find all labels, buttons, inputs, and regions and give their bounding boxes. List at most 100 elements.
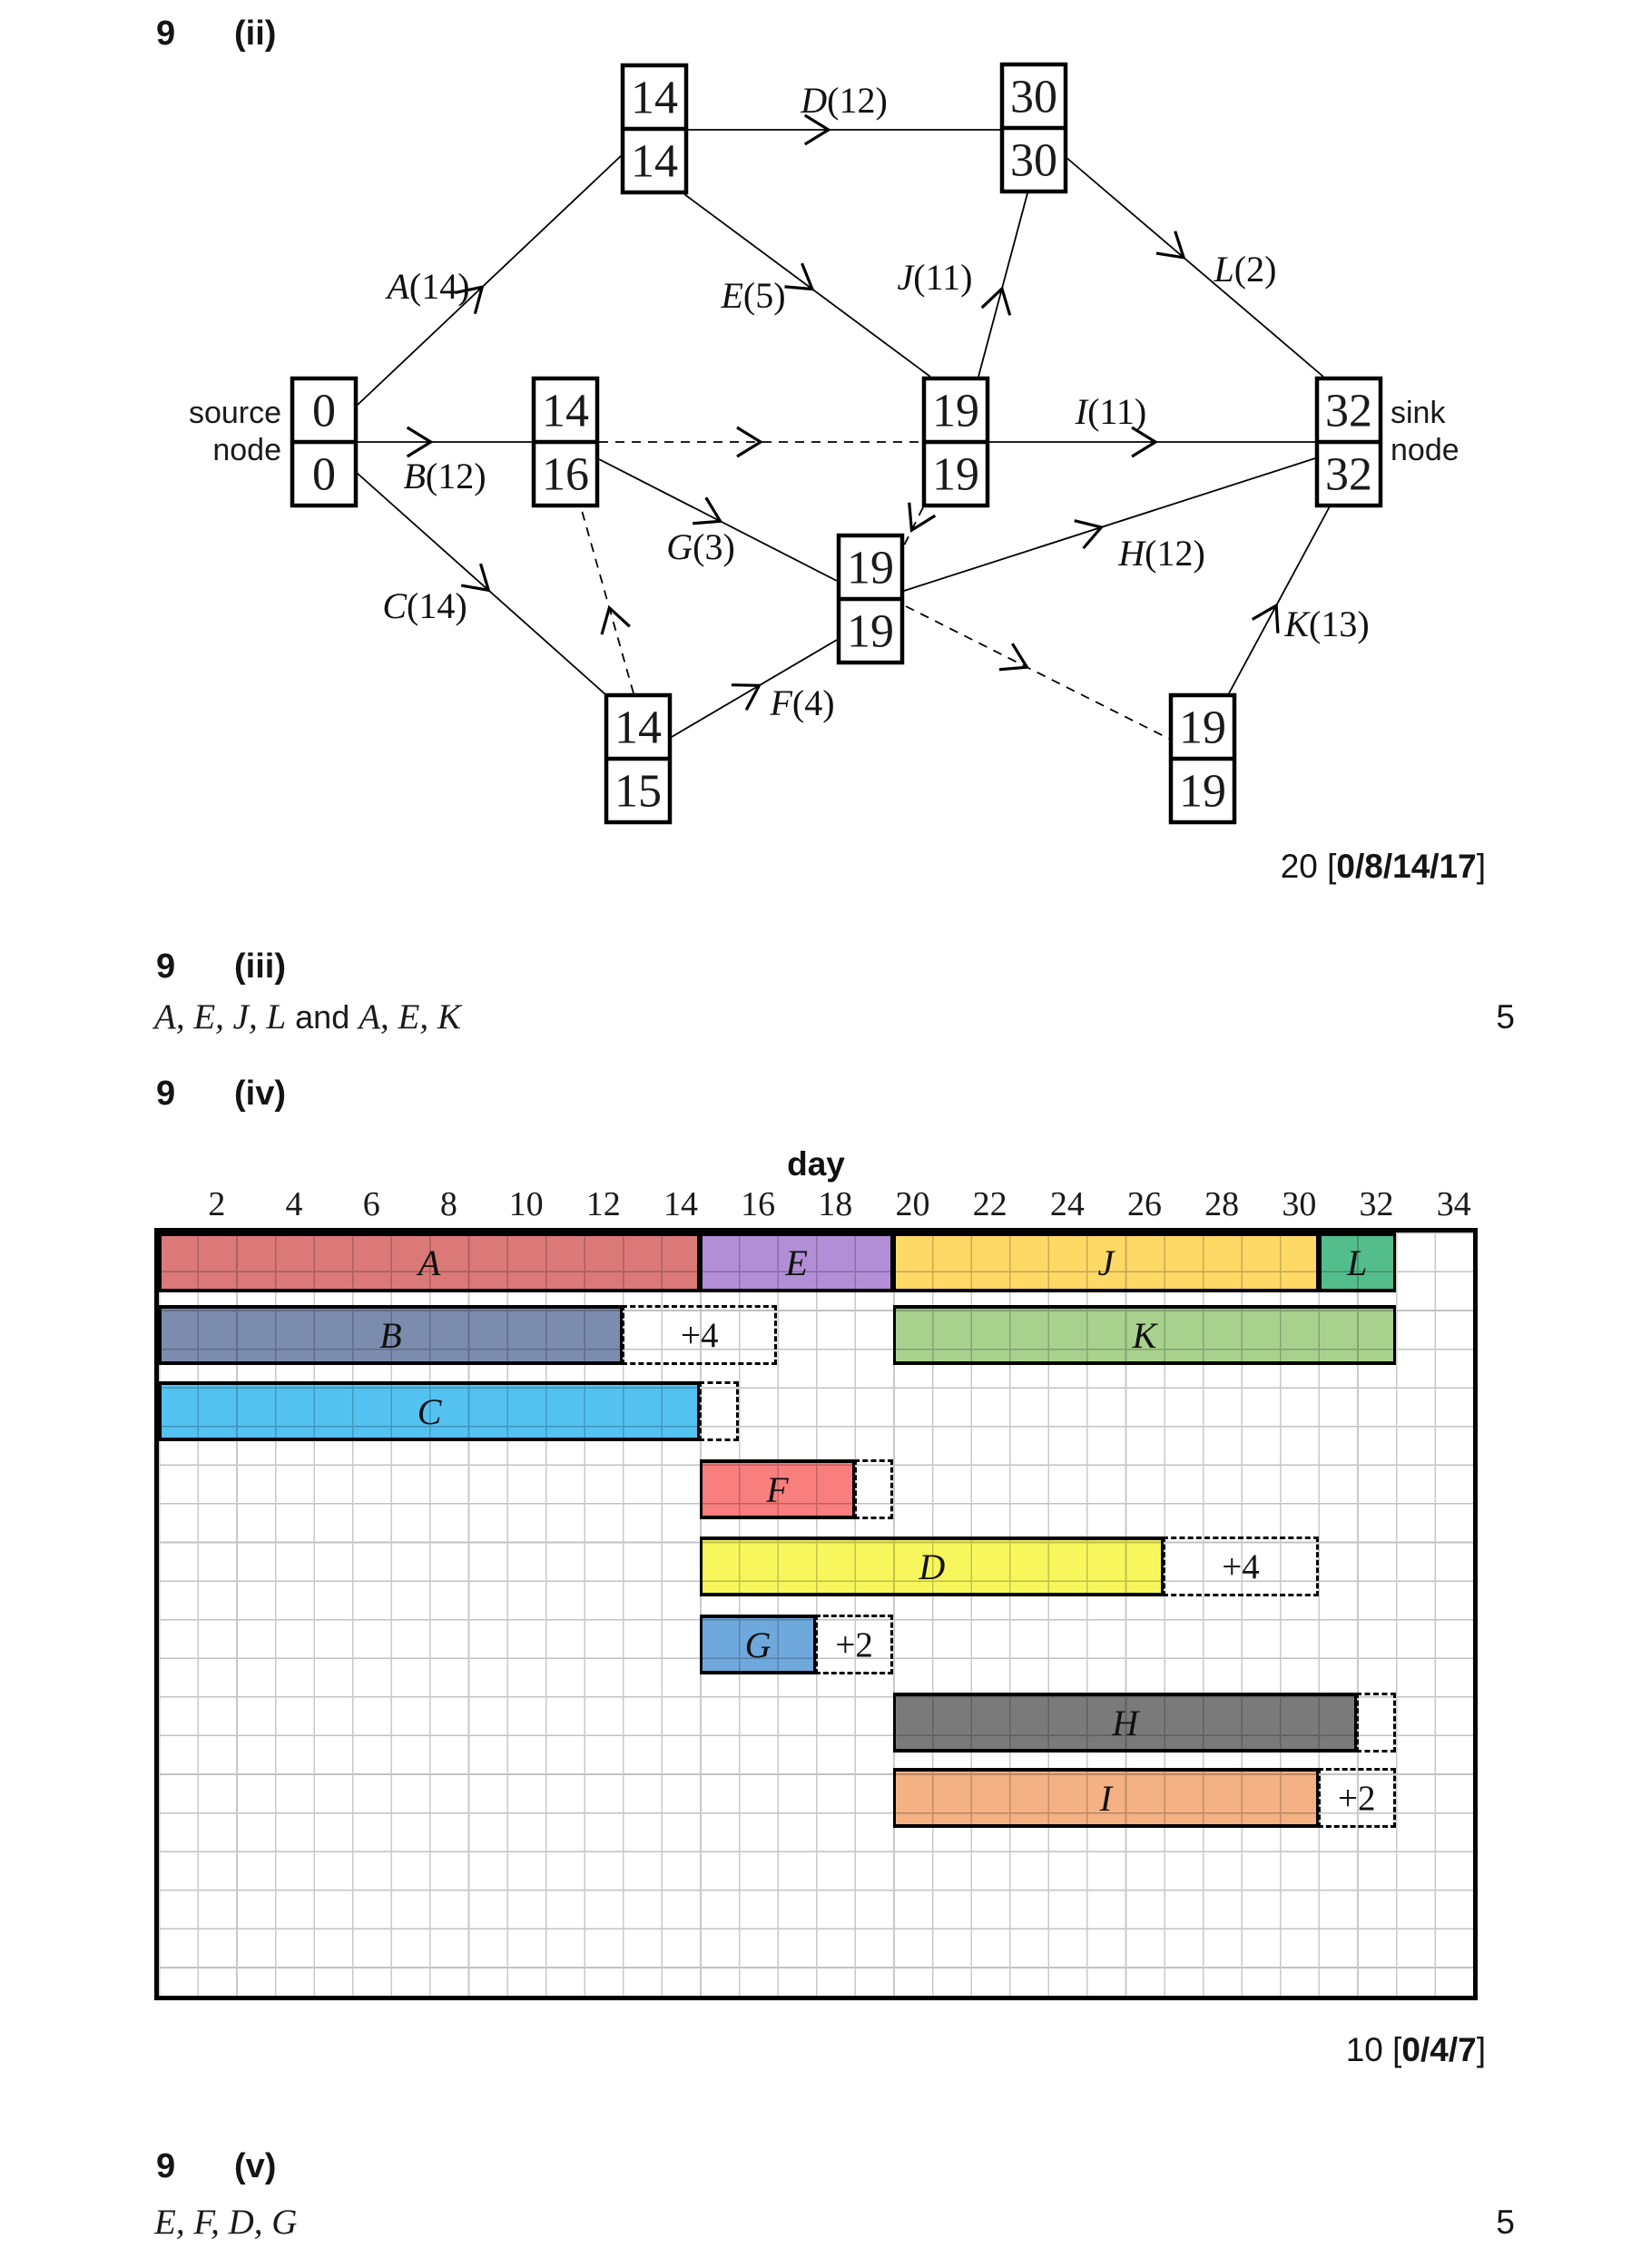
answer-v: E, F, D, G	[154, 2202, 297, 2243]
gantt-tick-6: 6	[362, 1185, 380, 1223]
edge-dummy-C-to-B	[580, 506, 634, 694]
question-part-v: (v)	[234, 2147, 277, 2185]
activity-network-diagram: A(14) B(12)C(14) D(12) E(5) F(4) G(3) H(12) I(1…	[189, 62, 1459, 825]
gantt-bar-A: A	[159, 1232, 701, 1292]
edge-activity-G: G(3)	[598, 458, 838, 582]
edge-activity-A: A(14)	[357, 153, 624, 406]
arrowhead-icon	[455, 285, 485, 315]
arrowhead-icon	[803, 113, 831, 146]
gantt-tick-14: 14	[663, 1185, 698, 1223]
arrowhead-icon	[1074, 519, 1105, 550]
edge-label-activity-I: I(11)	[1075, 391, 1146, 432]
question-part-iv: (iv)	[234, 1075, 286, 1113]
gantt-bar-F: F	[700, 1459, 855, 1519]
late-time: 30	[1010, 135, 1057, 187]
arrowhead-icon	[1251, 603, 1280, 633]
answer-iii-path1: A, E, J, L	[154, 997, 287, 1036]
question-number-iv: 9	[156, 1075, 176, 1113]
arrowhead-icon	[693, 496, 723, 525]
gantt-float-H	[1356, 1693, 1396, 1753]
arrowhead-icon	[736, 426, 764, 458]
question-number-iii: 9	[156, 947, 176, 986]
answer-iii: A, E, J, L and A, E, K	[154, 997, 461, 1037]
edge-dummy-merge-to-K	[905, 605, 1170, 740]
early-time: 19	[1179, 702, 1226, 754]
edge-label-activity-B: B(12)	[403, 456, 486, 496]
answer-iii-and: and	[286, 998, 359, 1036]
question-number-v: 9	[156, 2147, 176, 2185]
gantt-tick-12: 12	[585, 1185, 621, 1223]
gantt-tick-4: 4	[285, 1185, 303, 1223]
late-time: 16	[542, 449, 589, 501]
edge-activity-F: F(4)	[671, 639, 838, 738]
gantt-float-C	[699, 1381, 739, 1441]
early-time: 30	[1010, 72, 1057, 123]
bar-label-J: J	[1097, 1242, 1115, 1283]
bar-label-L: L	[1347, 1242, 1368, 1283]
mark-iii: 5	[1496, 998, 1515, 1036]
bar-label-H: H	[1112, 1702, 1139, 1743]
arrowhead-icon	[406, 426, 434, 458]
edge-activity-K: K(13)	[1228, 506, 1370, 694]
source-node-label-line2: node	[212, 433, 281, 467]
gantt-tick-8: 8	[439, 1185, 457, 1223]
source-node-label-line1: source	[189, 396, 281, 430]
edge-dummy-B-to-E	[599, 426, 922, 458]
gantt-bar-D: D	[700, 1537, 1165, 1596]
gantt-bar-J: J	[893, 1232, 1319, 1292]
arrowhead-icon	[460, 563, 491, 593]
gantt-tick-30: 30	[1282, 1185, 1317, 1223]
marks-footer-ii: 20 [0/8/14/17]	[1281, 848, 1486, 886]
gantt-float-F	[853, 1459, 894, 1519]
edge-activity-I: I(11)	[989, 391, 1315, 458]
edge-label-activity-G: G(3)	[666, 526, 735, 567]
edge-activity-C: C(14)	[355, 471, 607, 696]
bar-label-G: G	[744, 1624, 771, 1665]
gantt-tick-10: 10	[508, 1185, 544, 1223]
question-part-ii: (ii)	[234, 15, 277, 53]
early-time: 19	[932, 386, 979, 437]
question-number-ii: 9	[156, 15, 176, 53]
float-label: +4	[680, 1315, 719, 1355]
gantt-bar-L: L	[1318, 1232, 1396, 1292]
gantt-tick-28: 28	[1204, 1185, 1240, 1223]
late-time: 32	[1325, 449, 1372, 501]
late-time: 15	[614, 766, 662, 818]
answer-iii-path2: A, E, K	[359, 997, 461, 1036]
gantt-float-I-+2: +2	[1317, 1768, 1396, 1828]
marks-footer-ii-suffix: ]	[1476, 848, 1486, 885]
gantt-tick-34: 34	[1436, 1185, 1471, 1223]
bar-label-I: I	[1099, 1777, 1113, 1819]
question-part-iii: (iii)	[234, 947, 286, 986]
marks-footer-ii-bold: 0/8/14/17	[1336, 848, 1477, 885]
gantt-bar-K: K	[893, 1305, 1396, 1365]
gantt-bar-G: G	[700, 1615, 816, 1674]
late-time: 19	[932, 449, 979, 501]
marks-footer-ii-prefix: 20 [	[1280, 848, 1337, 885]
bar-label-B: B	[379, 1314, 402, 1356]
early-time: 0	[312, 386, 336, 437]
edge-label-activity-D: D(12)	[800, 80, 888, 121]
sink-node-label-line1: sink	[1391, 396, 1446, 430]
gantt-float-D-+4: +4	[1163, 1537, 1319, 1596]
gantt-tick-18: 18	[818, 1185, 853, 1223]
marks-footer-iv-bold: 0/4/7	[1401, 2031, 1477, 2068]
edge-activity-H: H(12)	[903, 457, 1316, 592]
early-time: 14	[614, 702, 662, 754]
marks-footer-iv-prefix: 10 [	[1345, 2031, 1402, 2068]
edge-dummy-E-to-merge	[903, 502, 937, 546]
bar-label-F: F	[766, 1468, 789, 1510]
early-time: 19	[847, 543, 894, 594]
edge-label-activity-J: J(11)	[898, 257, 973, 298]
late-time: 0	[312, 449, 336, 501]
edge-activity-E: E(5)	[683, 193, 931, 378]
arrowhead-icon	[908, 502, 937, 533]
